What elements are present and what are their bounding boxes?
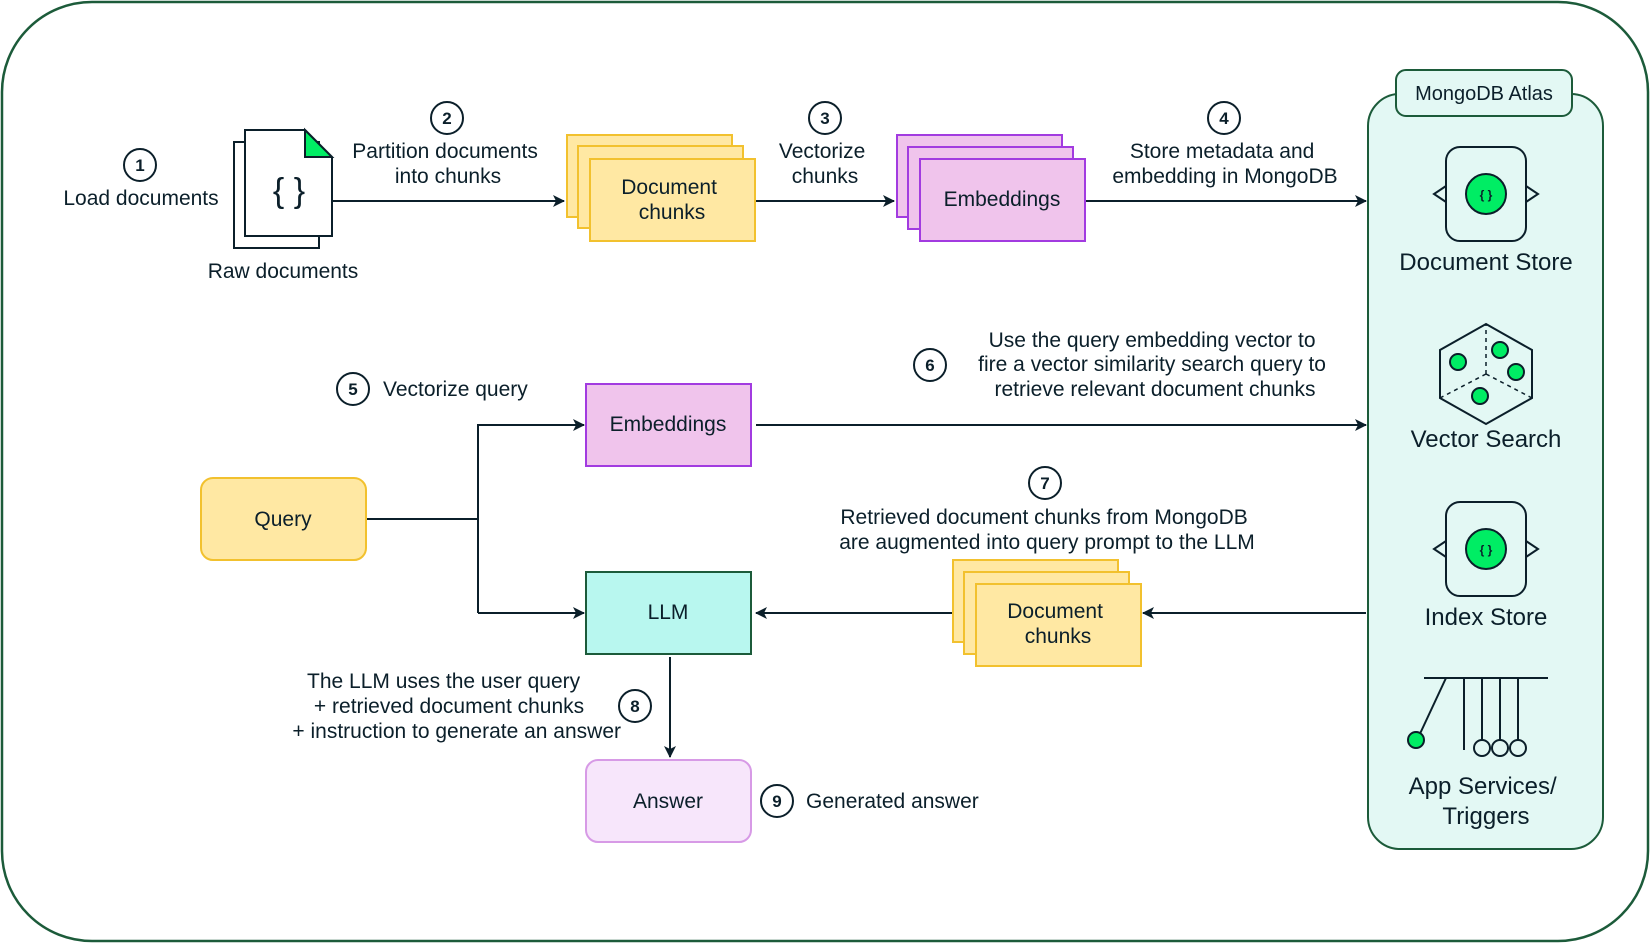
step-2-text: Partition documents into chunks bbox=[352, 140, 543, 188]
answer-node: Answer bbox=[585, 759, 752, 843]
svg-text:{ }: { } bbox=[1480, 543, 1493, 557]
document-store-label: Document Store bbox=[1399, 249, 1572, 276]
document-chunks-bottom-node: Document chunks bbox=[952, 559, 1142, 667]
embeddings-top-label: Embeddings bbox=[944, 188, 1061, 211]
mongodb-atlas-panel: MongoDB Atlas { } Document Store Vector … bbox=[1367, 69, 1604, 850]
llm-box bbox=[585, 571, 752, 655]
embed-stack-front bbox=[919, 158, 1086, 242]
chunk-stack-front bbox=[589, 158, 756, 242]
step-9-badge bbox=[760, 784, 794, 818]
svg-text:{ }: { } bbox=[1480, 188, 1493, 202]
step-4-number: 4 bbox=[1219, 109, 1229, 128]
step-6: 6 Use the query embedding vector to fire… bbox=[913, 329, 1332, 401]
step-2-badge bbox=[430, 101, 464, 135]
document-chunks-bottom-label: Document chunks bbox=[1007, 600, 1109, 648]
connectors bbox=[333, 195, 1367, 758]
arrow-split-to-embeddings bbox=[477, 419, 585, 613]
step-7-number: 7 bbox=[1040, 474, 1049, 493]
raw-doc-braces-icon: { } bbox=[273, 172, 305, 210]
step-2: 2 Partition documents into chunks bbox=[352, 101, 543, 188]
answer-box bbox=[585, 759, 752, 843]
vector-search-icon bbox=[1439, 322, 1533, 426]
triggers-label: App Services/ Triggers bbox=[1409, 773, 1564, 830]
step-1-number: 1 bbox=[135, 156, 144, 175]
raw-documents-label: Raw documents bbox=[208, 260, 359, 283]
step-1-badge bbox=[123, 148, 157, 182]
answer-label: Answer bbox=[633, 790, 703, 813]
llm-label: LLM bbox=[648, 601, 689, 624]
step-4-text: Store metadata and embedding in MongoDB bbox=[1112, 140, 1337, 188]
step-7-badge bbox=[1028, 466, 1062, 500]
step-8: 8 The LLM uses the user query + retrieve… bbox=[292, 670, 652, 743]
step-9: 9 Generated answer bbox=[760, 784, 979, 818]
document-store-icon: { } bbox=[1432, 146, 1540, 242]
step-6-number: 6 bbox=[925, 356, 934, 375]
step-4: 4 Store metadata and embedding in MongoD… bbox=[1112, 101, 1338, 188]
raw-documents-node: { } Raw documents bbox=[208, 127, 359, 283]
chunk-bottom-stack-front bbox=[975, 583, 1142, 667]
step-2-number: 2 bbox=[442, 109, 451, 128]
embeddings-query-box bbox=[585, 383, 752, 467]
step-8-number: 8 bbox=[630, 697, 639, 716]
vector-search-label: Vector Search bbox=[1411, 426, 1562, 453]
step-5-badge bbox=[336, 372, 370, 406]
query-label: Query bbox=[254, 508, 312, 531]
triggers-icon bbox=[1407, 677, 1548, 757]
step-8-badge bbox=[618, 689, 652, 723]
step-6-text: Use the query embedding vector to fire a… bbox=[978, 329, 1332, 401]
query-box bbox=[200, 477, 367, 561]
embeddings-query-node: Embeddings bbox=[585, 383, 752, 467]
step-3-badge bbox=[808, 101, 842, 135]
embeddings-top-node: Embeddings bbox=[896, 134, 1086, 242]
embeddings-query-label: Embeddings bbox=[610, 413, 727, 436]
atlas-title-pill bbox=[1395, 69, 1573, 117]
llm-node: LLM bbox=[585, 571, 752, 655]
atlas-title: MongoDB Atlas bbox=[1415, 83, 1553, 105]
step-5-text: Vectorize query bbox=[383, 378, 528, 401]
step-9-text: Generated answer bbox=[806, 790, 979, 813]
step-7: 7 Retrieved document chunks from MongoDB… bbox=[839, 466, 1255, 554]
document-chunks-top-label: Document chunks bbox=[621, 176, 723, 224]
query-node: Query bbox=[200, 477, 367, 561]
step-7-text: Retrieved document chunks from MongoDB a… bbox=[839, 506, 1255, 554]
step-1: 1 Load documents bbox=[63, 148, 219, 210]
step-1-text: Load documents bbox=[63, 187, 218, 210]
step-4-badge bbox=[1207, 101, 1241, 135]
document-chunks-top-node: Document chunks bbox=[566, 134, 756, 242]
step-8-text: The LLM uses the user query + retrieved … bbox=[292, 670, 621, 743]
step-3-text: Vectorize chunks bbox=[779, 140, 871, 188]
index-store-icon: { } bbox=[1432, 501, 1540, 597]
step-5-number: 5 bbox=[348, 380, 357, 399]
step-9-number: 9 bbox=[772, 792, 781, 811]
step-3: 3 Vectorize chunks bbox=[779, 101, 871, 188]
step-3-number: 3 bbox=[820, 109, 829, 128]
step-5: 5 Vectorize query bbox=[336, 372, 528, 406]
doc-corner-fold-icon bbox=[304, 127, 335, 158]
step-6-badge bbox=[913, 348, 947, 382]
index-store-label: Index Store bbox=[1425, 604, 1548, 631]
